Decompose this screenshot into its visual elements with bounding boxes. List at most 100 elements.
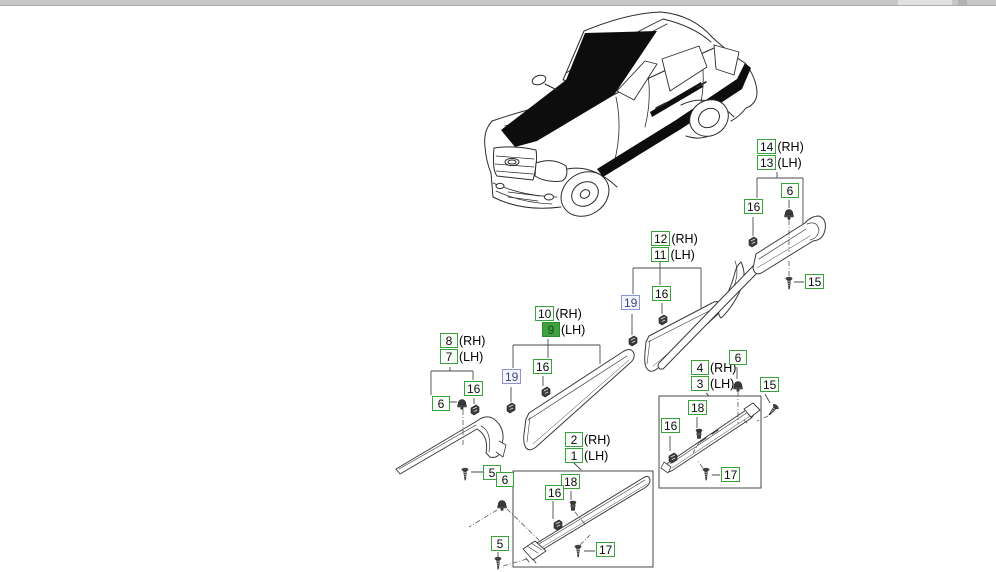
part-label-box-3[interactable]: 3 [691, 376, 709, 391]
part-label-box-10[interactable]: 10 [535, 306, 555, 321]
clip-icon [541, 386, 551, 398]
part-side-sill-moulding-rear [660, 402, 761, 474]
part-label-3[interactable]: 3 (LH) [691, 376, 734, 391]
part-label-9[interactable]: 9 (LH) [542, 322, 585, 337]
car-front-details [492, 146, 568, 205]
part-label-17b[interactable]: 17 [721, 467, 741, 482]
part-label-box-16f[interactable]: 16 [661, 418, 681, 433]
part-label-box-19b[interactable]: 19 [502, 369, 522, 384]
part-label-suffix-3: (LH) [710, 377, 735, 391]
part-label-15b[interactable]: 15 [760, 377, 780, 392]
part-label-1[interactable]: 1 (LH) [565, 448, 608, 463]
attachment-dash-lines [462, 220, 790, 567]
pin-icon [569, 500, 577, 511]
part-label-8[interactable]: 8 (RH) [440, 333, 485, 348]
part-label-box-14[interactable]: 14 [757, 139, 777, 154]
screw-icon [766, 403, 780, 418]
scrollbar-button[interactable] [958, 0, 967, 5]
screw-icon [785, 276, 793, 290]
part-label-box-17a[interactable]: 17 [596, 542, 616, 557]
part-label-2[interactable]: 2 (RH) [565, 432, 610, 447]
clip-icon [658, 314, 668, 326]
part-label-suffix-10: (RH) [555, 307, 582, 321]
part-label-17a[interactable]: 17 [596, 542, 616, 557]
car-door-strip-black [650, 82, 703, 117]
part-label-14[interactable]: 14 (RH) [757, 139, 804, 154]
part-label-13[interactable]: 13 (LH) [757, 155, 802, 170]
part-label-box-6c[interactable]: 6 [496, 472, 514, 487]
part-label-suffix-1: (LH) [584, 449, 609, 463]
car-fog-light [495, 182, 505, 190]
car-front-door-window [616, 60, 658, 101]
part-label-16f[interactable]: 16 [661, 418, 681, 433]
part-label-6b[interactable]: 6 [432, 396, 450, 411]
part-label-box-8[interactable]: 8 [440, 333, 458, 348]
part-label-box-6b[interactable]: 6 [432, 396, 450, 411]
top-scrollbar [0, 0, 996, 6]
car-fog-light [544, 193, 554, 201]
nut-icon [457, 399, 467, 411]
part-label-box-15a[interactable]: 15 [805, 274, 825, 289]
part-label-box-13[interactable]: 13 [757, 155, 777, 170]
car-a-pillar [562, 30, 585, 81]
clip-icon [506, 402, 516, 414]
part-label-5b[interactable]: 5 [491, 536, 509, 551]
part-label-box-6d[interactable]: 6 [729, 350, 747, 365]
part-label-suffix-8: (RH) [459, 334, 486, 348]
part-label-16a[interactable]: 16 [744, 199, 764, 214]
part-label-16b[interactable]: 16 [652, 286, 672, 301]
part-label-7[interactable]: 7 (LH) [440, 349, 483, 364]
part-label-12[interactable]: 12 (RH) [651, 231, 698, 246]
part-label-suffix-13: (LH) [777, 156, 802, 170]
car-front-face [484, 120, 562, 209]
car-side-moulding-black [597, 63, 751, 177]
car-headlight [534, 160, 568, 182]
part-front-fender-garnish [395, 416, 507, 475]
part-label-box-16e[interactable]: 16 [545, 485, 565, 500]
part-label-18a[interactable]: 18 [561, 474, 581, 489]
part-label-6d[interactable]: 6 [729, 350, 747, 365]
screw-icon [494, 556, 502, 570]
part-label-box-12[interactable]: 12 [651, 231, 671, 246]
part-label-19b[interactable]: 19 [502, 369, 522, 384]
part-label-19a[interactable]: 19 [621, 295, 641, 310]
part-label-box-16a[interactable]: 16 [744, 199, 764, 214]
part-label-11[interactable]: 11 (LH) [651, 247, 695, 262]
car-mirror [531, 74, 558, 91]
part-label-box-11[interactable]: 11 [651, 247, 670, 262]
hardware-layer [457, 209, 794, 570]
screw-icon [702, 467, 710, 481]
part-label-10[interactable]: 10 (RH) [535, 306, 582, 321]
part-label-15a[interactable]: 15 [805, 274, 825, 289]
part-label-box-16d[interactable]: 16 [464, 381, 484, 396]
part-label-suffix-11: (LH) [670, 248, 695, 262]
part-label-16c[interactable]: 16 [533, 359, 553, 374]
part-label-box-19a[interactable]: 19 [621, 295, 641, 310]
part-label-box-7[interactable]: 7 [440, 349, 458, 364]
part-label-box-9[interactable]: 9 [542, 322, 560, 337]
part-label-box-6a[interactable]: 6 [781, 183, 799, 198]
screw-icon [461, 467, 469, 481]
part-label-box-17b[interactable]: 17 [721, 467, 741, 482]
part-label-6c[interactable]: 6 [496, 472, 514, 487]
part-label-box-2[interactable]: 2 [565, 432, 583, 447]
pin-icon [695, 428, 703, 439]
part-label-box-1[interactable]: 1 [565, 448, 583, 463]
part-label-18b[interactable]: 18 [688, 400, 708, 415]
clip-icon [748, 236, 758, 248]
part-label-box-15b[interactable]: 15 [760, 377, 780, 392]
part-label-box-18b[interactable]: 18 [688, 400, 708, 415]
part-label-box-16c[interactable]: 16 [533, 359, 553, 374]
car-windshield-black [501, 31, 657, 147]
scrollbar-thumb[interactable] [898, 0, 952, 5]
part-label-16e[interactable]: 16 [545, 485, 565, 500]
vehicle-illustration [484, 11, 758, 217]
part-label-box-5b[interactable]: 5 [491, 536, 509, 551]
part-label-6a[interactable]: 6 [781, 183, 799, 198]
part-label-box-18a[interactable]: 18 [561, 474, 581, 489]
part-label-16d[interactable]: 16 [464, 381, 484, 396]
part-label-box-16b[interactable]: 16 [652, 286, 672, 301]
part-label-box-4[interactable]: 4 [691, 360, 709, 375]
nut-icon [497, 500, 507, 512]
